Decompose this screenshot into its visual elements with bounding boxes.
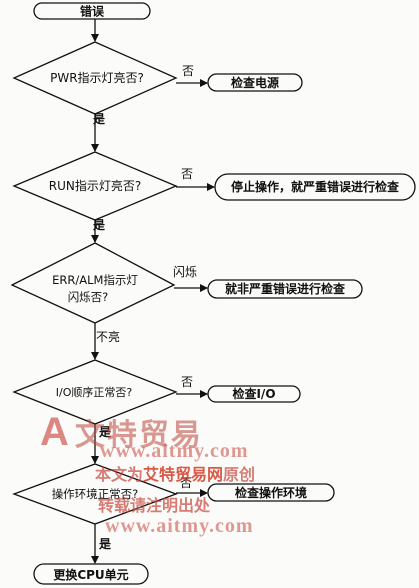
start-terminal xyxy=(33,2,151,20)
edge-no-5: 否 xyxy=(180,476,192,490)
watermark-url-2: www.aitmy.com xyxy=(105,515,254,537)
end-terminal xyxy=(33,563,149,585)
decision-env-label: 操作环境正常否? xyxy=(52,487,139,501)
watermark-line-1: 本文为艾特贸易网原创 xyxy=(95,461,255,485)
watermark-line-1-site: 艾特贸易网 xyxy=(143,465,224,484)
edge-off: 不亮 xyxy=(96,329,120,344)
edge-no-1: 否 xyxy=(182,64,194,78)
watermark-brand: 文特贸易 xyxy=(74,419,203,452)
watermark-line-1-suffix: 原创 xyxy=(223,465,256,484)
decision-io-label: I/O顺序正常否? xyxy=(56,385,133,399)
start-label: 错误 xyxy=(80,4,105,19)
decision-run-label: RUN指示灯亮否? xyxy=(49,178,141,193)
watermark-line-2: 转载请注明出处 xyxy=(98,496,211,515)
action-nonsevere-label: 就非严重错误进行检查 xyxy=(225,281,346,296)
decision-pwr-label: PWR指示灯亮否? xyxy=(50,70,144,85)
action-check-power xyxy=(207,73,303,92)
edge-yes-4: 是 xyxy=(98,425,112,439)
watermark-a-icon: A xyxy=(40,410,71,454)
edge-yes-1: 是 xyxy=(92,112,106,126)
watermark-url-1: www.aitmy.com xyxy=(100,440,249,462)
action-check-power-label: 检查电源 xyxy=(231,75,279,90)
action-nonsevere xyxy=(207,279,363,299)
action-check-env xyxy=(207,483,335,502)
action-check-env-label: 检查操作环境 xyxy=(235,485,307,500)
watermark-line-1-prefix: 本文为 xyxy=(95,465,144,484)
edge-flash: 闪烁 xyxy=(173,265,197,279)
decision-err-label-2: 闪烁否? xyxy=(68,290,109,304)
action-check-io-label: 检查I/O xyxy=(232,386,275,401)
action-stop xyxy=(214,173,416,201)
action-stop-label: 停止操作，就严重错误进行检查 xyxy=(231,179,400,194)
edge-yes-2: 是 xyxy=(92,218,106,232)
edge-no-2: 否 xyxy=(181,167,193,181)
edge-no-4: 否 xyxy=(181,375,193,389)
edge-yes-5: 是 xyxy=(98,537,112,551)
decision-err-label-1: ERR/ALM指示灯 xyxy=(52,273,138,287)
action-check-io xyxy=(207,385,301,403)
end-label: 更换CPU单元 xyxy=(53,567,128,582)
